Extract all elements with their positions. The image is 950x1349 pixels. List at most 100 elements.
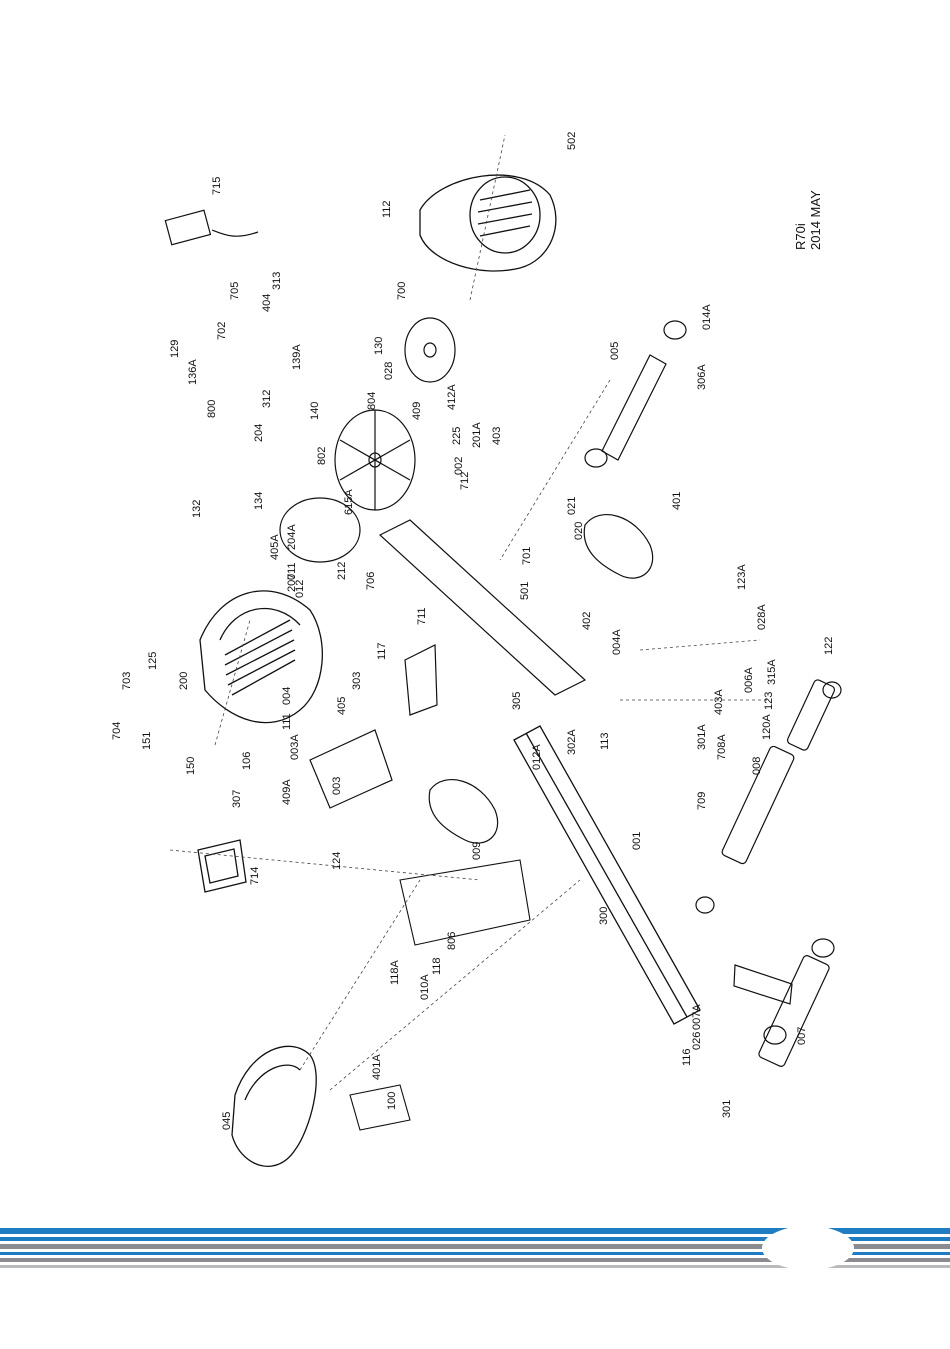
part-label-118a: 118A xyxy=(389,959,401,985)
console-monitor xyxy=(197,839,247,893)
part-label-129: 129 xyxy=(169,340,181,358)
part-label-106: 106 xyxy=(241,752,253,770)
part-label-212: 212 xyxy=(336,562,348,580)
front-stabilizer xyxy=(695,679,842,914)
part-label-130: 130 xyxy=(373,337,385,355)
part-label-709: 709 xyxy=(696,792,708,810)
footer-stripes xyxy=(0,1226,950,1270)
part-label-708a: 708A xyxy=(716,734,728,760)
flywheel xyxy=(404,317,456,383)
part-label-007: 007 xyxy=(796,1027,808,1045)
model-name: R70i xyxy=(793,223,808,250)
part-label-004: 004 xyxy=(281,687,293,705)
part-label-125: 125 xyxy=(147,652,159,670)
power-adapter xyxy=(164,209,259,246)
rear-tube xyxy=(584,320,687,468)
part-label-405: 405 xyxy=(336,697,348,715)
part-label-409a: 409A xyxy=(281,779,293,805)
part-label-804: 804 xyxy=(366,392,378,410)
model-date: 2014 MAY xyxy=(808,190,823,250)
part-label-009: 009 xyxy=(471,842,483,860)
part-label-008: 008 xyxy=(751,757,763,775)
part-label-802: 802 xyxy=(316,447,328,465)
part-label-403a: 403A xyxy=(713,689,725,715)
fan-ring xyxy=(279,497,361,563)
seat-slide-rail xyxy=(349,859,531,1131)
part-label-045: 045 xyxy=(221,1112,233,1130)
part-label-712: 712 xyxy=(459,472,471,490)
part-label-405a: 405A xyxy=(269,534,281,560)
part-label-122: 122 xyxy=(823,637,835,655)
part-label-136a: 136A xyxy=(187,359,199,385)
part-label-139a: 139A xyxy=(291,344,303,370)
rear-stabilizer xyxy=(733,938,835,1067)
part-label-705: 705 xyxy=(229,282,241,300)
part-label-140: 140 xyxy=(309,402,321,420)
part-label-026: 026 xyxy=(691,1032,703,1050)
part-label-201a: 201A xyxy=(471,422,483,448)
part-label-303: 303 xyxy=(351,672,363,690)
assembly-guide-lines xyxy=(169,134,770,1091)
part-label-132: 132 xyxy=(191,500,203,518)
main-frame-beam xyxy=(513,725,701,1025)
page-number-badge xyxy=(762,1226,854,1270)
part-label-301a: 301A xyxy=(696,724,708,750)
part-label-012: 012 xyxy=(294,580,306,598)
part-label-014a: 014A xyxy=(701,304,713,330)
part-label-028a: 028A xyxy=(756,604,768,630)
part-label-200: 200 xyxy=(178,672,190,690)
part-label-002: 002 xyxy=(453,457,465,475)
fan-wheel xyxy=(334,409,416,511)
part-label-207: 207 xyxy=(286,574,298,592)
part-label-151: 151 xyxy=(141,732,153,750)
part-label-225: 225 xyxy=(451,427,463,445)
part-label-300: 300 xyxy=(598,907,610,925)
part-label-012a: 012A xyxy=(531,744,543,770)
part-label-113: 113 xyxy=(599,732,611,750)
part-label-702: 702 xyxy=(216,322,228,340)
part-label-011: 011 xyxy=(286,562,298,580)
part-label-204a: 204A xyxy=(286,524,298,550)
part-label-313: 313 xyxy=(271,272,283,290)
part-label-315a: 315A xyxy=(766,659,778,685)
part-label-711: 711 xyxy=(416,607,428,625)
part-label-701: 701 xyxy=(521,547,533,565)
part-label-116: 116 xyxy=(681,1048,693,1066)
part-label-704: 704 xyxy=(111,722,123,740)
part-label-003a: 003A xyxy=(289,734,301,760)
part-label-502: 502 xyxy=(566,132,578,150)
part-label-404: 404 xyxy=(261,294,273,312)
part-label-112: 112 xyxy=(381,200,393,218)
part-label-006a: 006A xyxy=(743,667,755,693)
fan-housing-right xyxy=(419,174,557,272)
part-label-703: 703 xyxy=(121,672,133,690)
part-label-117: 117 xyxy=(376,642,388,660)
fan-housing-left xyxy=(199,590,323,724)
part-label-412a: 412A xyxy=(446,384,458,410)
part-label-150: 150 xyxy=(185,757,197,775)
part-label-305: 305 xyxy=(511,692,523,710)
part-label-401a: 401A xyxy=(371,1054,383,1080)
part-label-312: 312 xyxy=(261,390,273,408)
part-label-204: 204 xyxy=(253,424,265,442)
part-label-004a: 004A xyxy=(611,629,623,655)
part-label-003: 003 xyxy=(331,777,343,795)
part-label-715: 715 xyxy=(211,177,223,195)
seat xyxy=(231,1045,317,1167)
part-label-001: 001 xyxy=(631,832,643,850)
part-label-028: 028 xyxy=(383,362,395,380)
part-label-714: 714 xyxy=(249,867,261,885)
part-label-123: 123 xyxy=(763,692,775,710)
part-label-021: 021 xyxy=(566,497,578,515)
part-label-020: 020 xyxy=(573,522,585,540)
part-label-134: 134 xyxy=(253,492,265,510)
part-label-307: 307 xyxy=(231,790,243,808)
part-label-010a: 010A xyxy=(419,974,431,1000)
part-label-409: 409 xyxy=(411,402,423,420)
part-label-401: 401 xyxy=(671,492,683,510)
part-label-005: 005 xyxy=(609,342,621,360)
part-label-124: 124 xyxy=(331,852,343,870)
part-label-403: 403 xyxy=(491,427,503,445)
inner-frame xyxy=(309,519,587,809)
part-label-700: 700 xyxy=(396,282,408,300)
